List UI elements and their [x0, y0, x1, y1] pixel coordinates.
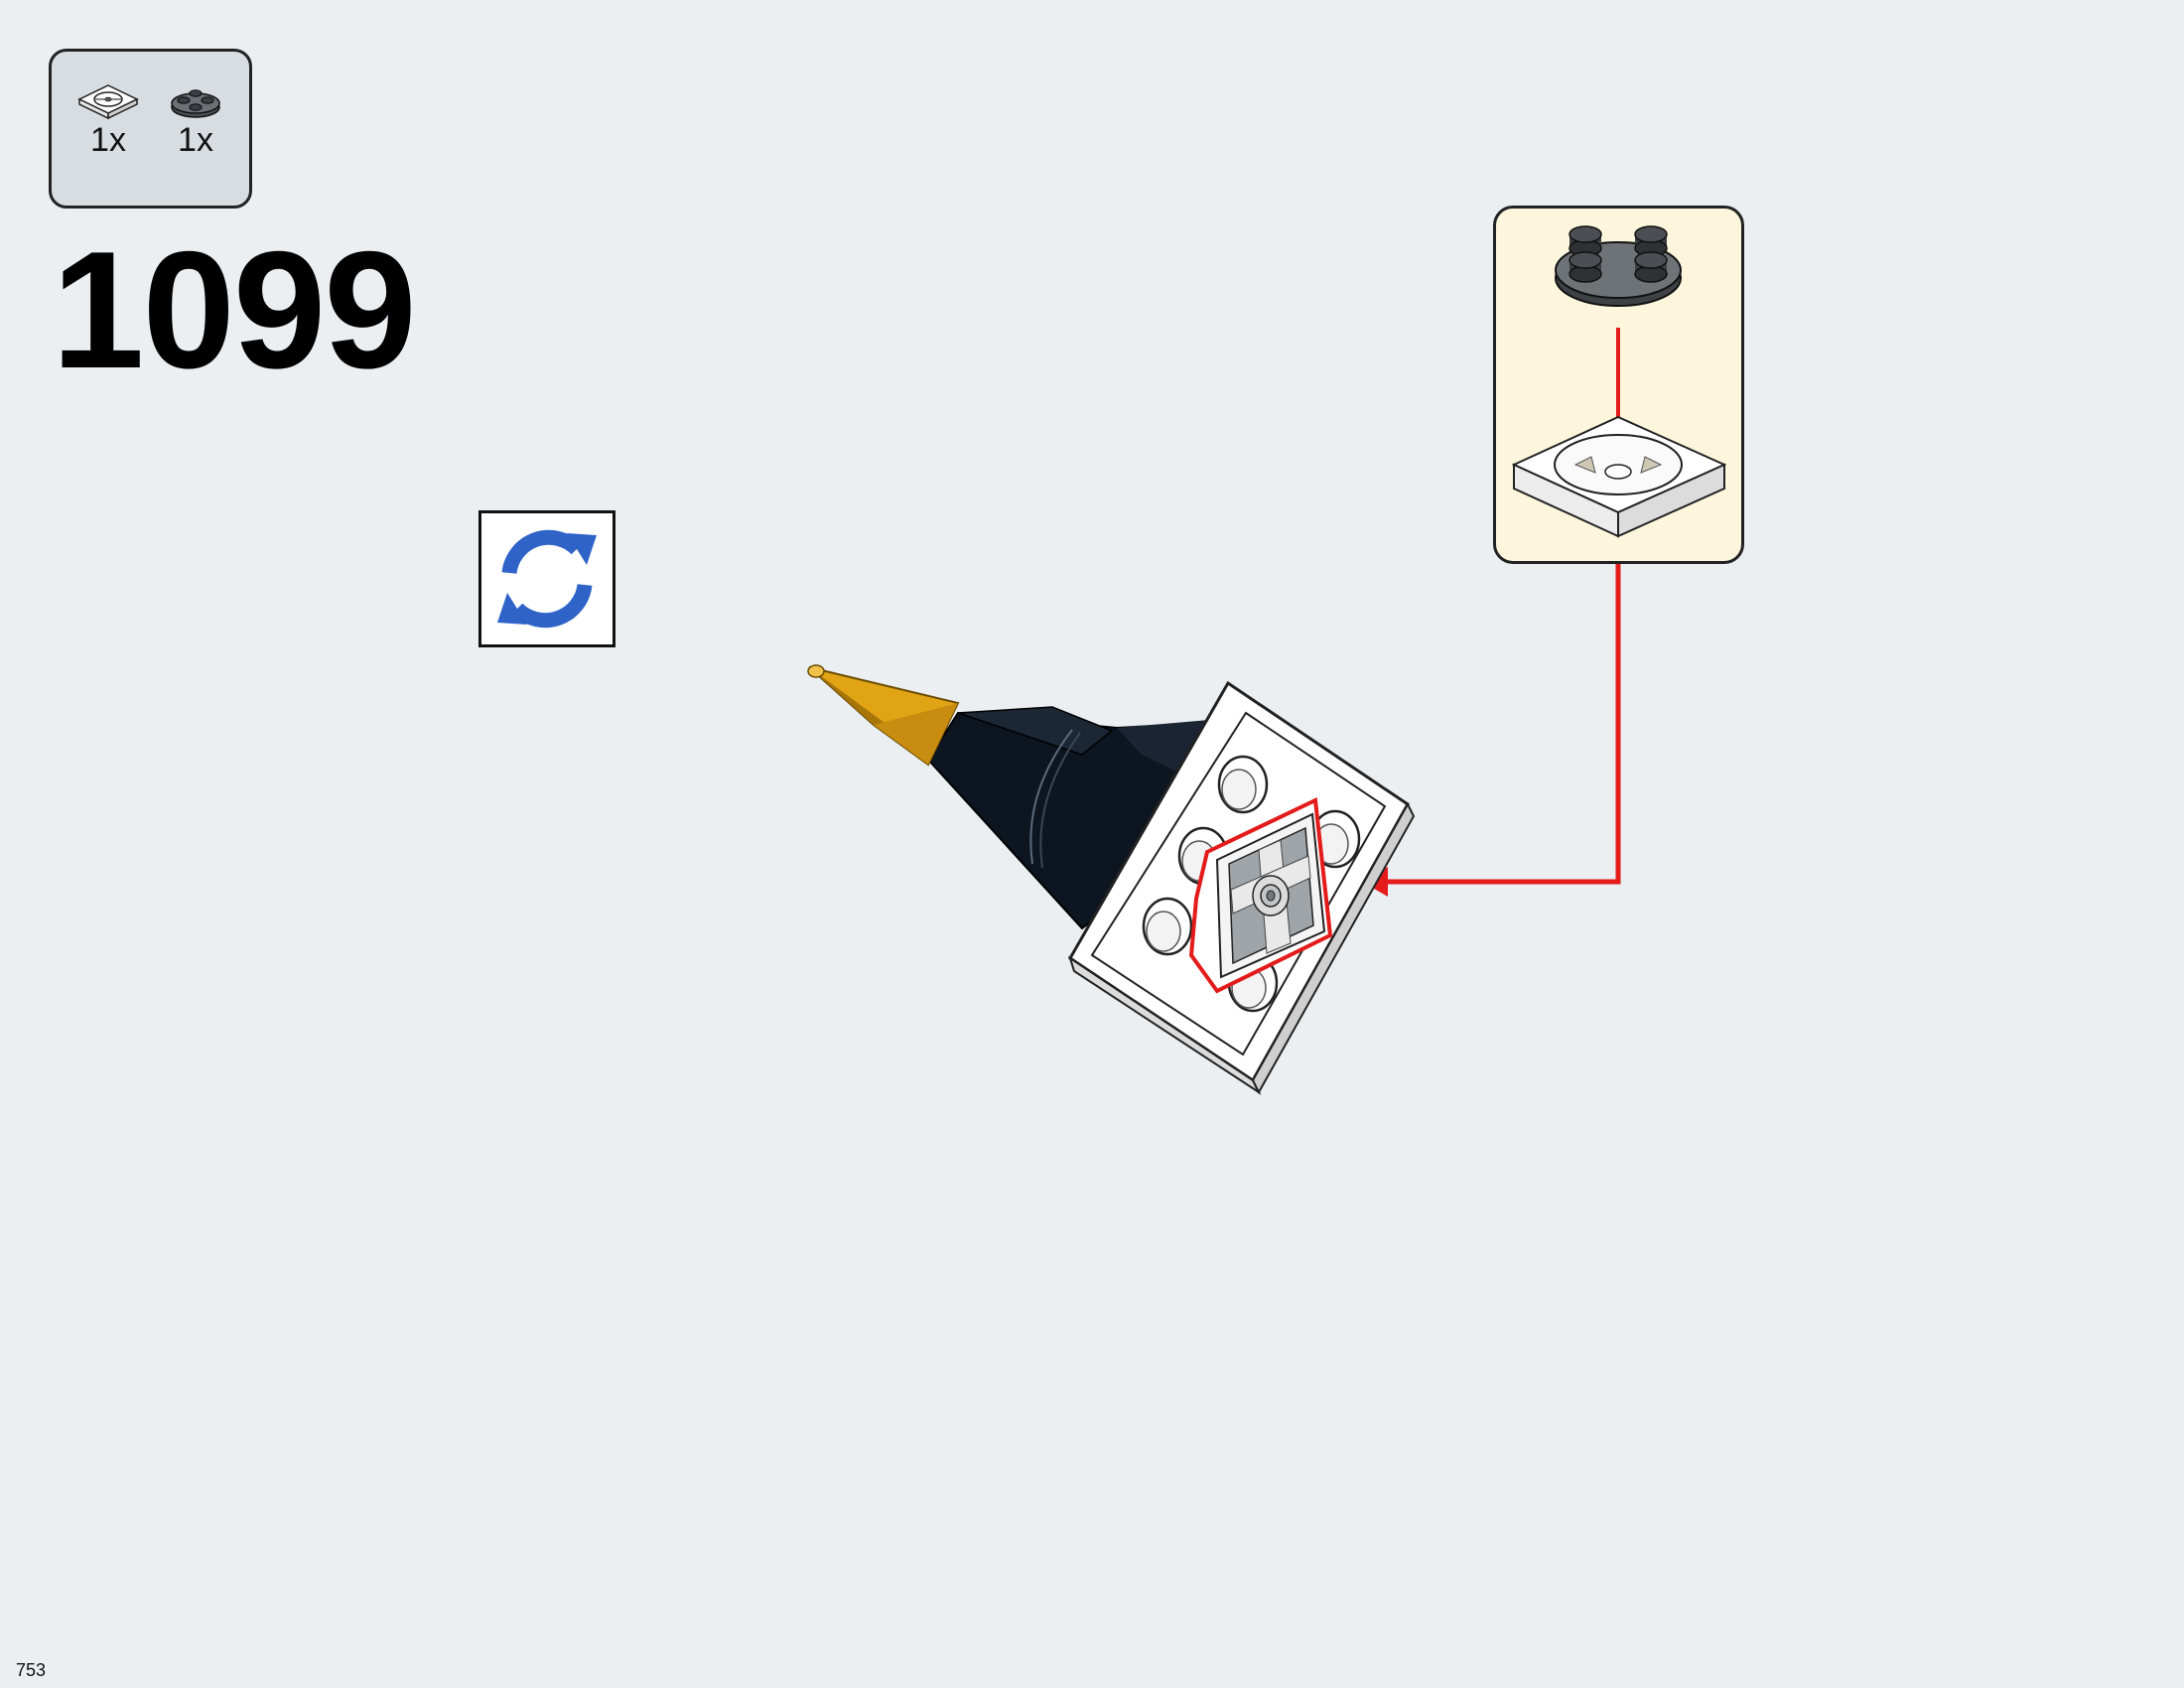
page-number: 753: [16, 1660, 47, 1680]
callout-illustration: [1511, 225, 1727, 538]
rotate-model-indicator: [478, 510, 615, 647]
placement-arrow: [1382, 564, 1621, 885]
parts-list-item: 1x: [161, 81, 230, 157]
tile-2x2-part: [1511, 415, 1727, 538]
part-quantity: 1x: [178, 121, 213, 159]
new-tile-highlighted: [1188, 796, 1333, 994]
parts-list-panel: 1x 1x: [49, 49, 252, 209]
white-plate-2x2: [1068, 680, 1416, 1095]
round-plate-2x2-part: [1555, 225, 1682, 307]
step-number: 1099: [52, 216, 417, 403]
round-plate-2x2-icon: [171, 89, 220, 118]
rotate-arrows-icon: [497, 529, 597, 629]
parts-list-item: 1x: [73, 81, 143, 157]
tile-2x2-with-center-hole-icon: [77, 84, 139, 120]
sub-step-callout: [1493, 206, 1744, 564]
part-quantity: 1x: [90, 121, 126, 159]
